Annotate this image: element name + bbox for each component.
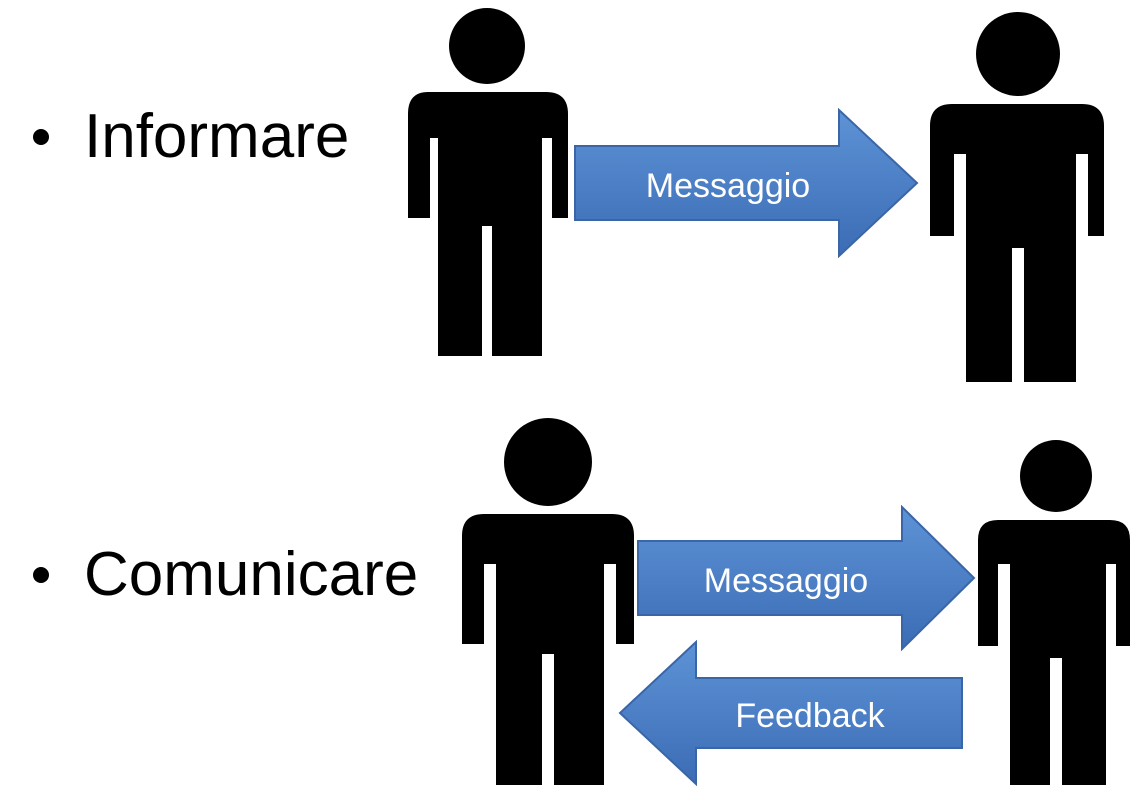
bullet-point: [33, 129, 49, 145]
sender-person-icon: [408, 8, 568, 356]
receiver-person-icon: [930, 10, 1104, 382]
message-arrow-comunicare: Messaggio: [636, 505, 976, 651]
bullet-point: [33, 567, 49, 583]
bullet-label-comunicare: Comunicare: [84, 540, 419, 609]
bullet-label-informare: Informare: [84, 102, 350, 171]
arrow-label-messaggio: Messaggio: [703, 562, 869, 600]
sender-person-icon: [462, 418, 634, 785]
arrow-label-messaggio: Messaggio: [645, 167, 811, 205]
message-arrow-informare: Messaggio: [573, 108, 919, 258]
feedback-arrow: Feedback: [618, 640, 964, 786]
receiver-person-icon: [978, 440, 1130, 785]
arrow-label-feedback: Feedback: [735, 697, 885, 735]
